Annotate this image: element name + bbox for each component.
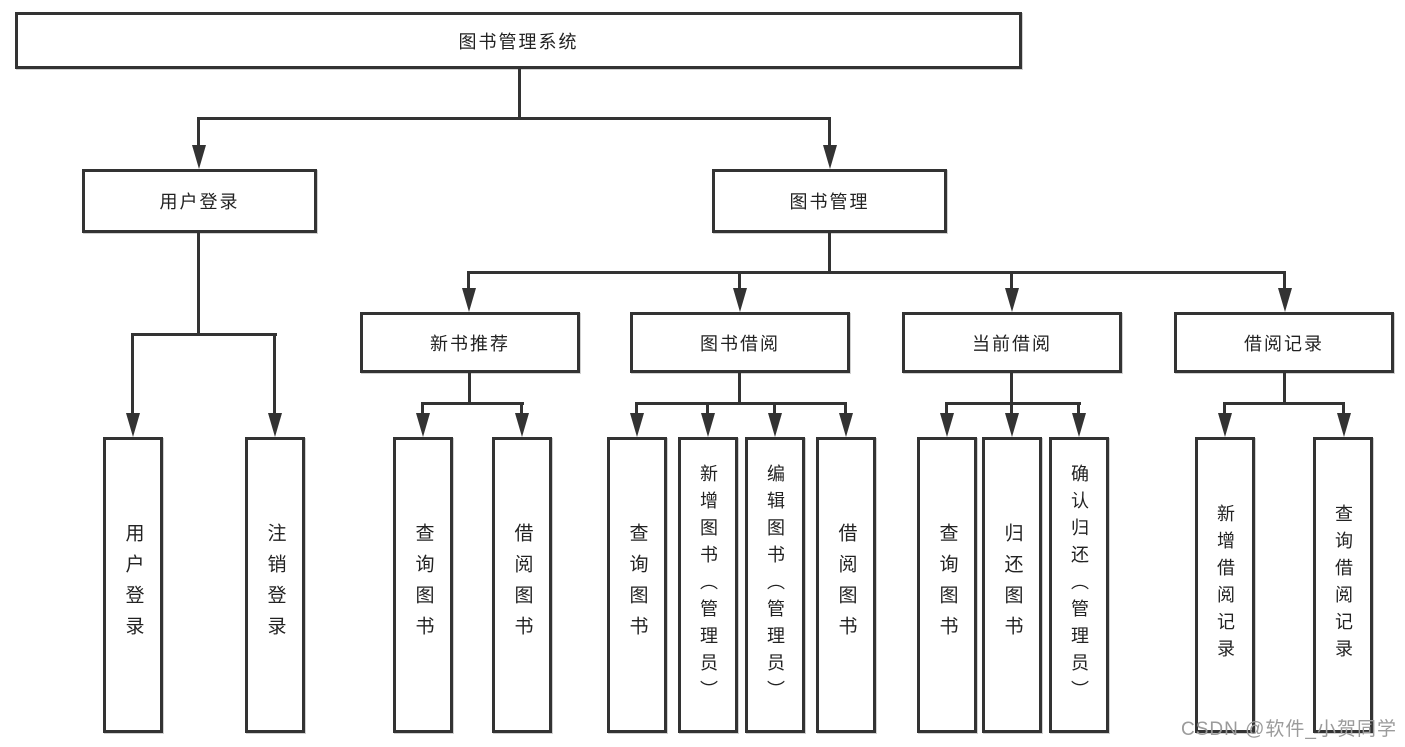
arrowhead-down-icon	[733, 288, 747, 312]
connector-line	[1223, 402, 1345, 405]
arrowhead-down-icon	[416, 413, 430, 437]
node-edit-books-admin: 编辑图书（管理员）	[745, 437, 805, 733]
connector-line	[1342, 403, 1345, 418]
node-label: 借阅记录	[1244, 333, 1324, 354]
connector-line	[1283, 272, 1286, 292]
node-label: 编辑图书（管理员）	[765, 463, 785, 707]
node-label: 当前借阅	[972, 333, 1052, 354]
connector-line	[131, 333, 277, 336]
node-label: 新增借阅记录	[1215, 504, 1235, 666]
node-label: 借阅图书	[835, 523, 857, 647]
node-query-books-recommendation: 查询图书	[393, 437, 453, 733]
arrowhead-down-icon	[1072, 413, 1086, 437]
connector-line	[828, 233, 831, 273]
arrowhead-down-icon	[268, 413, 282, 437]
node-user-login: 用户登录	[103, 437, 163, 733]
arrowhead-down-icon	[1337, 413, 1351, 437]
node-borrow-books: 借阅图书	[816, 437, 876, 733]
connector-line	[1223, 403, 1226, 418]
connector-line	[468, 373, 471, 404]
connector-line	[738, 373, 741, 404]
connector-line	[635, 403, 638, 418]
node-label: 查询图书	[936, 523, 958, 647]
connector-line	[1077, 403, 1080, 418]
arrowhead-down-icon	[1218, 413, 1232, 437]
connector-line	[1010, 272, 1013, 292]
connector-line	[635, 402, 847, 405]
arrowhead-down-icon	[1278, 288, 1292, 312]
connector-line	[1283, 373, 1286, 404]
node-label: 图书管理	[789, 192, 870, 212]
node-label: 新书推荐	[430, 333, 510, 354]
node-label: 借阅图书	[511, 523, 533, 647]
node-label: 图书借阅	[700, 333, 780, 354]
connector-line	[273, 334, 276, 418]
node-add-books-admin: 新增图书（管理员）	[678, 437, 738, 733]
connector-line	[467, 271, 1286, 274]
node-query-books-current: 查询图书	[917, 437, 977, 733]
arrowhead-down-icon	[126, 413, 140, 437]
connector-line	[518, 69, 521, 118]
arrowhead-down-icon	[192, 145, 206, 169]
arrowhead-down-icon	[1005, 288, 1019, 312]
connector-line	[706, 403, 709, 418]
connector-line	[1010, 403, 1013, 418]
arrowhead-down-icon	[701, 413, 715, 437]
node-label: 查询图书	[412, 523, 434, 647]
node-user-login-branch: 用户登录	[82, 169, 317, 233]
connector-line	[738, 272, 741, 292]
node-confirm-return-admin: 确认归还（管理员）	[1049, 437, 1109, 733]
node-borrowing-records: 借阅记录	[1174, 312, 1394, 373]
node-label: 图书管理系统	[458, 31, 579, 52]
arrowhead-down-icon	[940, 413, 954, 437]
node-query-books-borrowing: 查询图书	[607, 437, 667, 733]
connector-line	[197, 233, 200, 335]
arrowhead-down-icon	[630, 413, 644, 437]
node-return-books: 归还图书	[982, 437, 1042, 733]
arrowhead-down-icon	[462, 288, 476, 312]
node-book-management: 图书管理	[712, 169, 947, 233]
connector-line	[197, 118, 200, 150]
node-query-borrow-record: 查询借阅记录	[1313, 437, 1373, 733]
connector-line	[131, 334, 134, 418]
node-label: 注销登录	[264, 523, 286, 647]
arrowhead-down-icon	[1005, 413, 1019, 437]
node-library-management-system: 图书管理系统	[15, 12, 1022, 69]
connector-line	[828, 118, 831, 150]
connector-line	[421, 403, 424, 418]
arrowhead-down-icon	[768, 413, 782, 437]
node-logout: 注销登录	[245, 437, 305, 733]
connector-line	[1010, 373, 1013, 404]
node-label: 用户登录	[122, 523, 144, 647]
node-label: 用户登录	[159, 192, 240, 212]
node-new-book-recommendation: 新书推荐	[360, 312, 580, 373]
node-label: 查询图书	[626, 523, 648, 647]
watermark: CSDN @软件_小贺同学	[1181, 719, 1397, 740]
node-current-borrowing: 当前借阅	[902, 312, 1122, 373]
node-label: 归还图书	[1001, 523, 1023, 647]
connector-line	[773, 403, 776, 418]
connector-line	[945, 403, 948, 418]
arrowhead-down-icon	[823, 145, 837, 169]
node-book-borrowing: 图书借阅	[630, 312, 850, 373]
node-label: 新增图书（管理员）	[698, 463, 718, 707]
node-borrow-books-recommendation: 借阅图书	[492, 437, 552, 733]
connector-line	[844, 403, 847, 418]
arrowhead-down-icon	[515, 413, 529, 437]
arrowhead-down-icon	[839, 413, 853, 437]
node-add-borrow-record: 新增借阅记录	[1195, 437, 1255, 733]
node-label: 确认归还（管理员）	[1069, 463, 1089, 707]
connector-line	[467, 272, 470, 292]
connector-line	[421, 402, 524, 405]
connector-line	[520, 403, 523, 418]
connector-line	[197, 117, 831, 120]
connector-line	[945, 402, 1081, 405]
node-label: 查询借阅记录	[1333, 504, 1353, 666]
